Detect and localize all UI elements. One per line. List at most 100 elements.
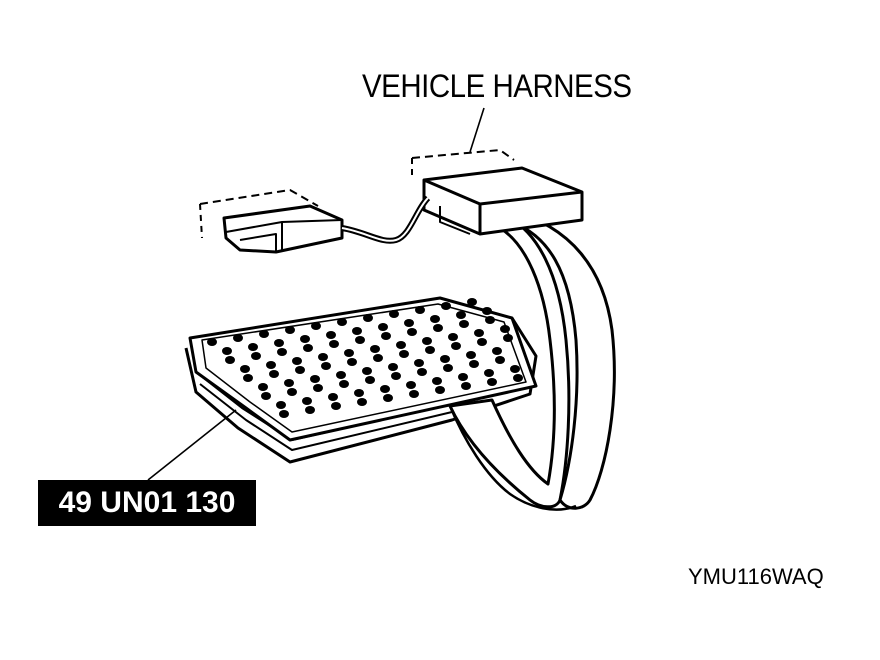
perforation-hole [430, 315, 440, 323]
perforation-hole [461, 382, 471, 390]
perforation-hole [311, 322, 321, 330]
perforation-hole [492, 347, 502, 355]
perforation-hole [285, 326, 295, 334]
perforation-hole [248, 343, 258, 351]
perforation-hole [456, 311, 466, 319]
leader-lines [147, 107, 485, 481]
perforation-hole [303, 344, 313, 352]
perforation-hole [240, 365, 250, 373]
ribbon-cable-icon [448, 208, 616, 511]
perforation-hole [396, 341, 406, 349]
perforation-hole [233, 334, 243, 342]
perforation-hole [443, 364, 453, 372]
perforation-hole [313, 384, 323, 392]
vehicle-harness-label: VEHICLE HARNESS [362, 68, 632, 104]
perforation-hole [370, 345, 380, 353]
perforation-hole [276, 401, 286, 409]
perforation-hole [389, 310, 399, 318]
perforation-hole [484, 369, 494, 377]
perforation-hole [495, 356, 505, 364]
perforation-hole [399, 350, 409, 358]
perforation-hole [503, 334, 513, 342]
perforation-hole [381, 332, 391, 340]
perforated-tray-adapter-icon [184, 296, 538, 464]
perforation-hole [474, 329, 484, 337]
perforation-hole [466, 351, 476, 359]
perforation-hole [391, 372, 401, 380]
perforation-hole [362, 367, 372, 375]
perforation-hole [500, 325, 510, 333]
perforation-hole [433, 324, 443, 332]
perforation-hole [355, 336, 365, 344]
perforation-hole [261, 392, 271, 400]
perforation-hole [266, 361, 276, 369]
perforation-hole [274, 339, 284, 347]
perforation-hole [417, 368, 427, 376]
perforation-hole [352, 327, 362, 335]
perforation-hole [318, 353, 328, 361]
perforation-hole [440, 355, 450, 363]
perforation-hole [441, 302, 451, 310]
perforation-hole [337, 318, 347, 326]
perforation-hole [329, 340, 339, 348]
perforation-hole [328, 393, 338, 401]
perforation-hole [354, 389, 364, 397]
perforation-hole [300, 335, 310, 343]
perforation-hole [435, 386, 445, 394]
perforation-hole [510, 365, 520, 373]
perforation-hole [310, 375, 320, 383]
perforation-hole [243, 374, 253, 382]
perforation-hole [469, 360, 479, 368]
perforation-hole [207, 338, 217, 346]
perforation-hole [259, 330, 269, 338]
perforation-hole [339, 380, 349, 388]
perforation-hole [305, 406, 315, 414]
perforation-hole [513, 374, 523, 382]
perforation-hole [378, 323, 388, 331]
perforation-hole [409, 390, 419, 398]
perforation-hole [448, 333, 458, 341]
part-leader-line [147, 409, 237, 481]
perforation-hole [302, 397, 312, 405]
perforation-hole [251, 352, 261, 360]
perforation-hole [482, 307, 492, 315]
large-harness-connector-icon [411, 149, 584, 236]
perforation-hole [295, 366, 305, 374]
perforation-hole [279, 410, 289, 418]
perforation-hole [459, 320, 469, 328]
perforation-hole [487, 378, 497, 386]
part-number-label: 49 UN01 130 [38, 480, 256, 526]
perforation-hole [225, 356, 235, 364]
perforation-hole [458, 373, 468, 381]
perforation-hole [414, 359, 424, 367]
perforation-hole [407, 328, 417, 336]
perforation-hole [363, 314, 373, 322]
perforation-hole [331, 402, 341, 410]
perforation-hole [432, 377, 442, 385]
perforation-hole [269, 370, 279, 378]
perforation-hole [422, 337, 432, 345]
perforation-hole [347, 358, 357, 366]
perforation-hole [383, 394, 393, 402]
perforation-hole [373, 354, 383, 362]
perforation-hole [357, 398, 367, 406]
perforation-hole [388, 363, 398, 371]
perforation-hole [365, 376, 375, 384]
perforation-hole [344, 349, 354, 357]
perforation-hole [467, 298, 477, 306]
perforation-hole [258, 383, 268, 391]
perforation-hole [477, 338, 487, 346]
perforation-hole [284, 379, 294, 387]
figure-code: YMU116WAQ [688, 564, 824, 589]
small-harness-connector-icon [199, 189, 431, 254]
harness-leader-line [469, 107, 485, 153]
perforation-hole [287, 388, 297, 396]
perforation-hole [406, 381, 416, 389]
perforation-hole [415, 306, 425, 314]
perforation-hole [425, 346, 435, 354]
perforation-hole [451, 342, 461, 350]
perforation-hole [380, 385, 390, 393]
perforation-hole [321, 362, 331, 370]
perforation-hole [326, 331, 336, 339]
